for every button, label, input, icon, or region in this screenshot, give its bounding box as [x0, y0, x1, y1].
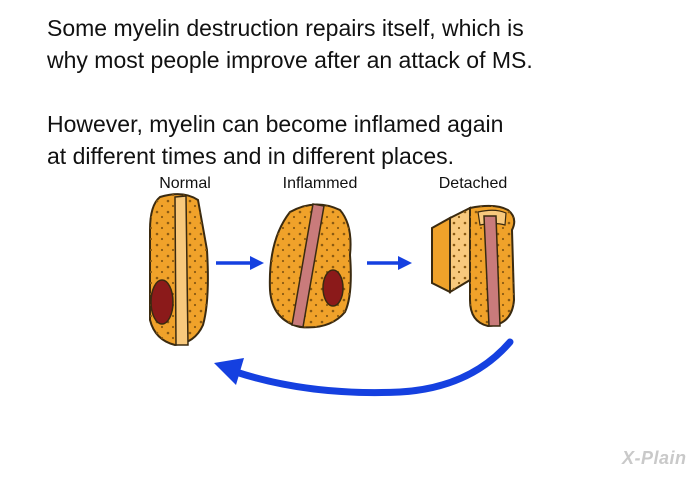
normal-myelin-illustration: [149, 193, 209, 347]
intro-paragraph: Some myelin destruction repairs itself, …: [47, 12, 533, 76]
intro-line-1: Some myelin destruction repairs itself, …: [47, 15, 524, 41]
label-detached: Detached: [438, 175, 508, 192]
xplain-logo: X-Plain: [622, 448, 687, 468]
followup-line-2: at different times and in different plac…: [47, 143, 455, 169]
followup-line-1: However, myelin can become inflamed agai…: [47, 111, 504, 137]
nucleus-inflamed: [322, 269, 344, 307]
followup-paragraph: However, myelin can become inflamed agai…: [47, 108, 503, 172]
label-inflamed: Inflammed: [282, 175, 358, 192]
detached-myelin-illustration: [431, 204, 516, 328]
intro-line-2: why most people improve after an attack …: [47, 47, 533, 73]
label-normal: Normal: [159, 175, 211, 192]
arrow-normal-to-inflamed: [216, 256, 264, 270]
nucleus-normal: [150, 279, 174, 325]
inflamed-myelin-illustration: [268, 203, 352, 329]
arrow-inflamed-to-detached: [367, 256, 412, 270]
arrow-detached-to-normal: [214, 338, 514, 397]
